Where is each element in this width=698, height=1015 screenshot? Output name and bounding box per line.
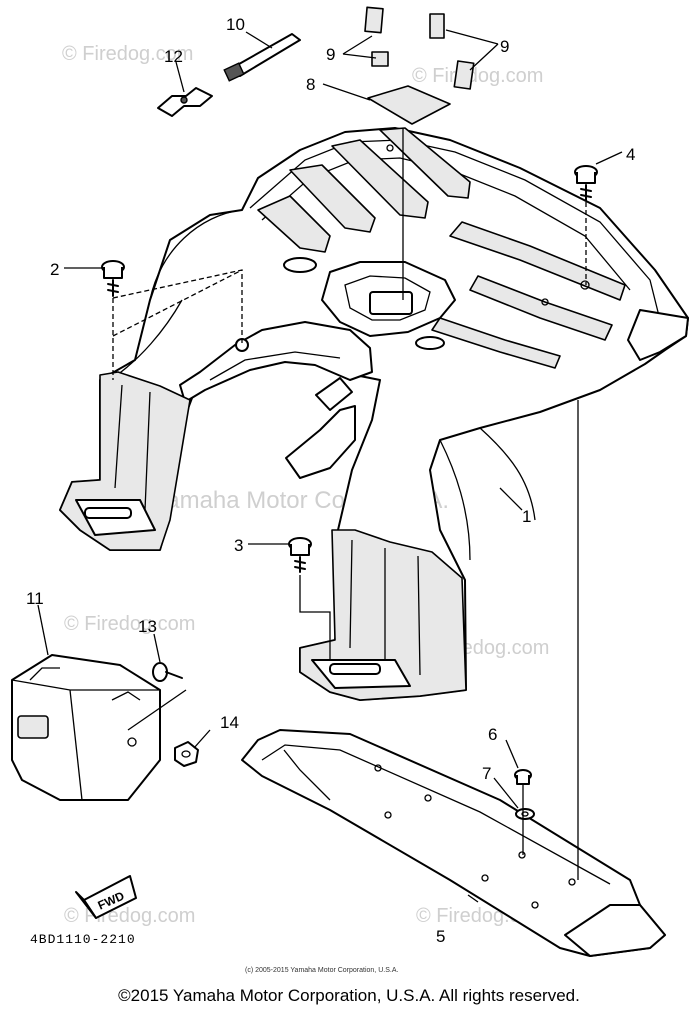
leader-lines — [37, 29, 623, 903]
callout-7: 7 — [482, 764, 491, 783]
strap-and-bracket — [157, 33, 301, 117]
skid-plate — [241, 729, 666, 957]
callout-3: 3 — [234, 536, 243, 555]
copyright-footer: ©2015 Yamaha Motor Corporation, U.S.A. A… — [118, 986, 580, 1005]
callout-12: 12 — [164, 47, 183, 66]
watermark-site: © Firedog.com — [64, 613, 195, 635]
small-copyright: (c) 2005-2015 Yamaha Motor Corporation, … — [245, 967, 399, 974]
fwd-arrow: FWD — [75, 875, 137, 919]
watermark-site: © Firedog.com — [412, 65, 543, 87]
callout-11: 11 — [26, 589, 44, 608]
rear-fender — [59, 127, 689, 701]
callout-14: 14 — [220, 713, 239, 732]
pads — [364, 6, 475, 125]
diagram-svg: © Firedog.com © Firedog.com © Firedog.co… — [11, 6, 689, 957]
callout-6: 6 — [488, 725, 497, 744]
watermark-site: © Firedog.com — [62, 43, 193, 65]
callout-10: 10 — [226, 15, 245, 34]
callout-2: 2 — [50, 260, 59, 279]
bolt-and-washer — [514, 769, 535, 820]
callout-9-left: 9 — [326, 45, 335, 64]
callout-5: 5 — [436, 927, 445, 946]
watermark-site: © Firedog.com — [64, 905, 195, 927]
storage-box — [11, 654, 199, 801]
part-code: 4BD1110-2210 — [30, 932, 136, 947]
callout-8: 8 — [306, 75, 315, 94]
callout-9-right: 9 — [500, 37, 509, 56]
callout-13: 13 — [138, 617, 157, 636]
callout-4: 4 — [626, 145, 635, 164]
callout-1: 1 — [522, 507, 531, 526]
callout-numbers: 1 2 3 4 5 6 7 8 9 9 10 11 12 13 14 — [26, 15, 635, 946]
